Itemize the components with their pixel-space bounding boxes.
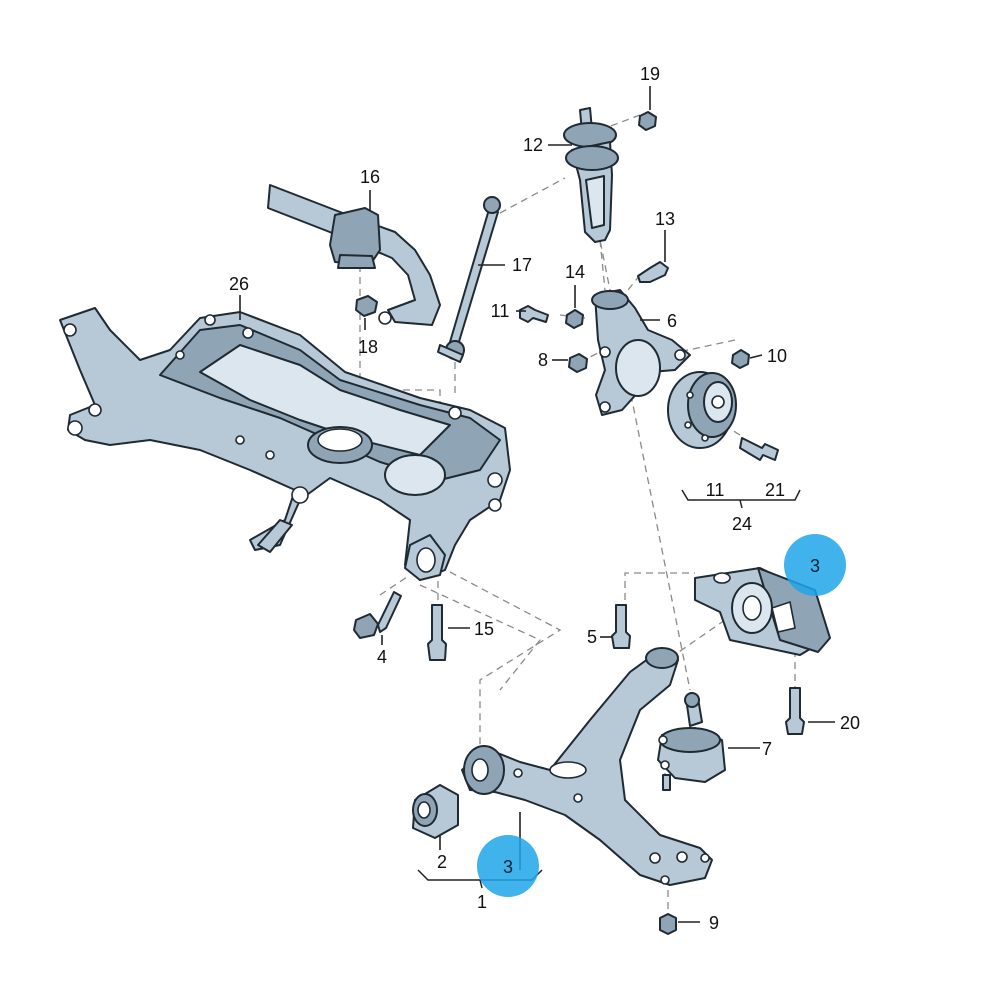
label-15: 15: [474, 619, 494, 639]
label-4: 4: [377, 647, 387, 667]
bolt-20: [785, 687, 805, 735]
ball-joint: [657, 692, 726, 791]
label-9: 9: [709, 913, 719, 933]
label-12: 12: [523, 135, 543, 155]
label-5: 5: [587, 627, 597, 647]
label-19: 19: [640, 64, 660, 84]
coupling-rod: [437, 196, 501, 363]
label-10: 10: [767, 346, 787, 366]
label-7: 7: [762, 739, 772, 759]
label-16: 16: [360, 167, 380, 187]
label-20: 20: [840, 713, 860, 733]
label-14: 14: [565, 262, 585, 282]
wheel-hub: [667, 371, 737, 449]
highlight-circle-bush: [784, 534, 846, 596]
fasteners-knuckle: [519, 261, 669, 373]
part-labels: 19 12 16 13 17 14 26 11 6 18 8 10 11 21 …: [229, 64, 860, 933]
label-24: 24: [732, 514, 752, 534]
label-21: 21: [765, 480, 785, 500]
highlight-circle-wishbone: [477, 835, 539, 897]
label-3-highlighted-wishbone: 3: [503, 857, 513, 877]
label-13: 13: [655, 209, 675, 229]
label-6: 6: [667, 311, 677, 331]
label-18: 18: [358, 337, 378, 357]
label-11-bolt: 11: [491, 301, 510, 321]
subframe: [59, 307, 511, 581]
shock-absorber: [563, 107, 619, 243]
label-8: 8: [538, 350, 548, 370]
highlight-markers: [477, 534, 846, 897]
bolt-21: [739, 437, 779, 461]
stabilizer-bar: [267, 184, 441, 326]
wishbone: [461, 647, 713, 886]
label-3-highlighted-bush: 3: [810, 556, 820, 576]
bonded-rubber-bush-front: [412, 784, 459, 839]
label-1: 1: [477, 892, 487, 912]
label-17: 17: [512, 255, 532, 275]
label-26: 26: [229, 274, 249, 294]
nut-10: [731, 349, 750, 369]
label-11-hub: 11: [706, 480, 725, 500]
wheel-bearing-housing: [591, 289, 691, 416]
nut-19: [638, 111, 657, 131]
leader-lines: [239, 86, 835, 923]
fasteners-subframe: [353, 591, 631, 661]
nut-9: [659, 913, 677, 935]
nut-18: [355, 295, 378, 317]
label-2: 2: [437, 852, 447, 872]
